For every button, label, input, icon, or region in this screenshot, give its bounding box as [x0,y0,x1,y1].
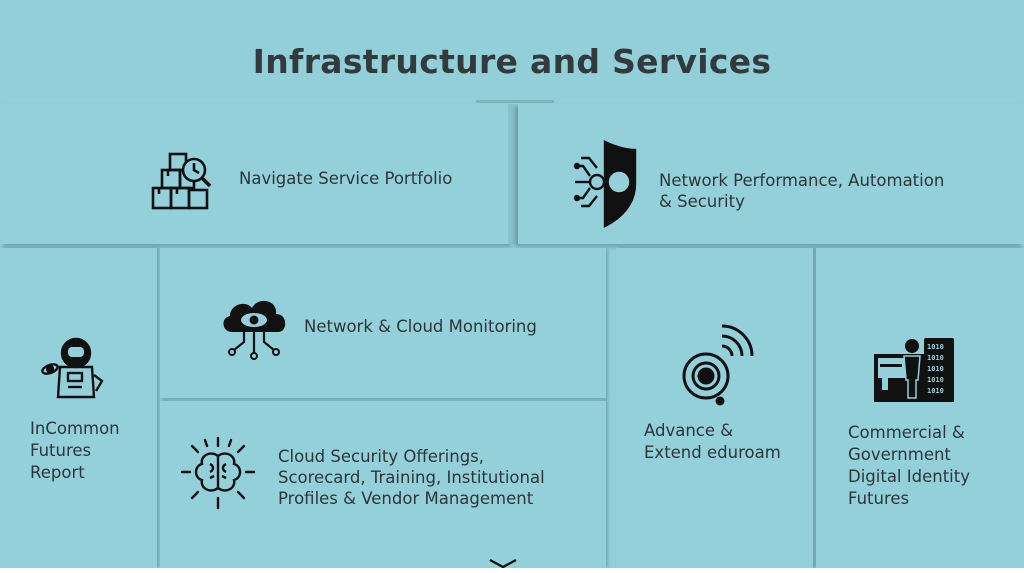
tile-eduroam [616,248,813,568]
eduroam-label-line2: Extend eduroam [644,443,781,462]
tile-digital-identity [816,248,1024,568]
boxes-clock-icon [150,150,218,212]
incommon-label-line2: Futures [30,441,92,460]
svg-text:1010: 1010 [927,354,944,362]
eduroam-label-line1: Advance & [644,421,734,440]
digital-identity-icon: 1010 1010 1010 1010 1010 [872,334,956,406]
svg-text:1010: 1010 [927,343,944,351]
page-title: Infrastructure and Services [252,42,772,81]
cloud-security-label-line1: Cloud Security Offerings, [278,447,485,466]
brain-icon [180,436,256,512]
identity-label-line3: Digital Identity [848,467,970,486]
incommon-label-line3: Report [30,463,85,482]
identity-label-line1: Commercial & [848,423,965,442]
svg-text:1010: 1010 [927,387,944,395]
identity-label-line4: Futures [848,489,910,508]
svg-text:1010: 1010 [927,376,944,384]
wifi-orbit-icon [674,318,760,410]
network-performance-label-line1: Network Performance, Automation [659,171,945,190]
circuit-shield-icon [573,138,637,228]
chevron-down-icon [488,558,518,568]
identity-label-line2: Government [848,445,951,464]
astronaut-icon [38,333,108,403]
cloud-security-label-line2: Scorecard, Training, Institutional [278,468,545,487]
title-divider [476,100,554,103]
bottom-edge [0,568,1024,573]
tile-network-performance [518,104,1024,244]
tile-navigate-service-portfolio [0,104,508,244]
center-divider [508,104,518,244]
tile-incommon-futures [0,248,157,568]
cloud-security-label-line3: Profiles & Vendor Management [278,489,534,508]
navigate-label: Navigate Service Portfolio [239,169,453,188]
network-performance-label-line2: & Security [659,192,745,211]
cloud-monitoring-label: Network & Cloud Monitoring [304,317,537,336]
svg-text:1010: 1010 [927,365,944,373]
cloud-eye-icon [218,292,290,362]
incommon-label-line1: InCommon [30,419,120,438]
